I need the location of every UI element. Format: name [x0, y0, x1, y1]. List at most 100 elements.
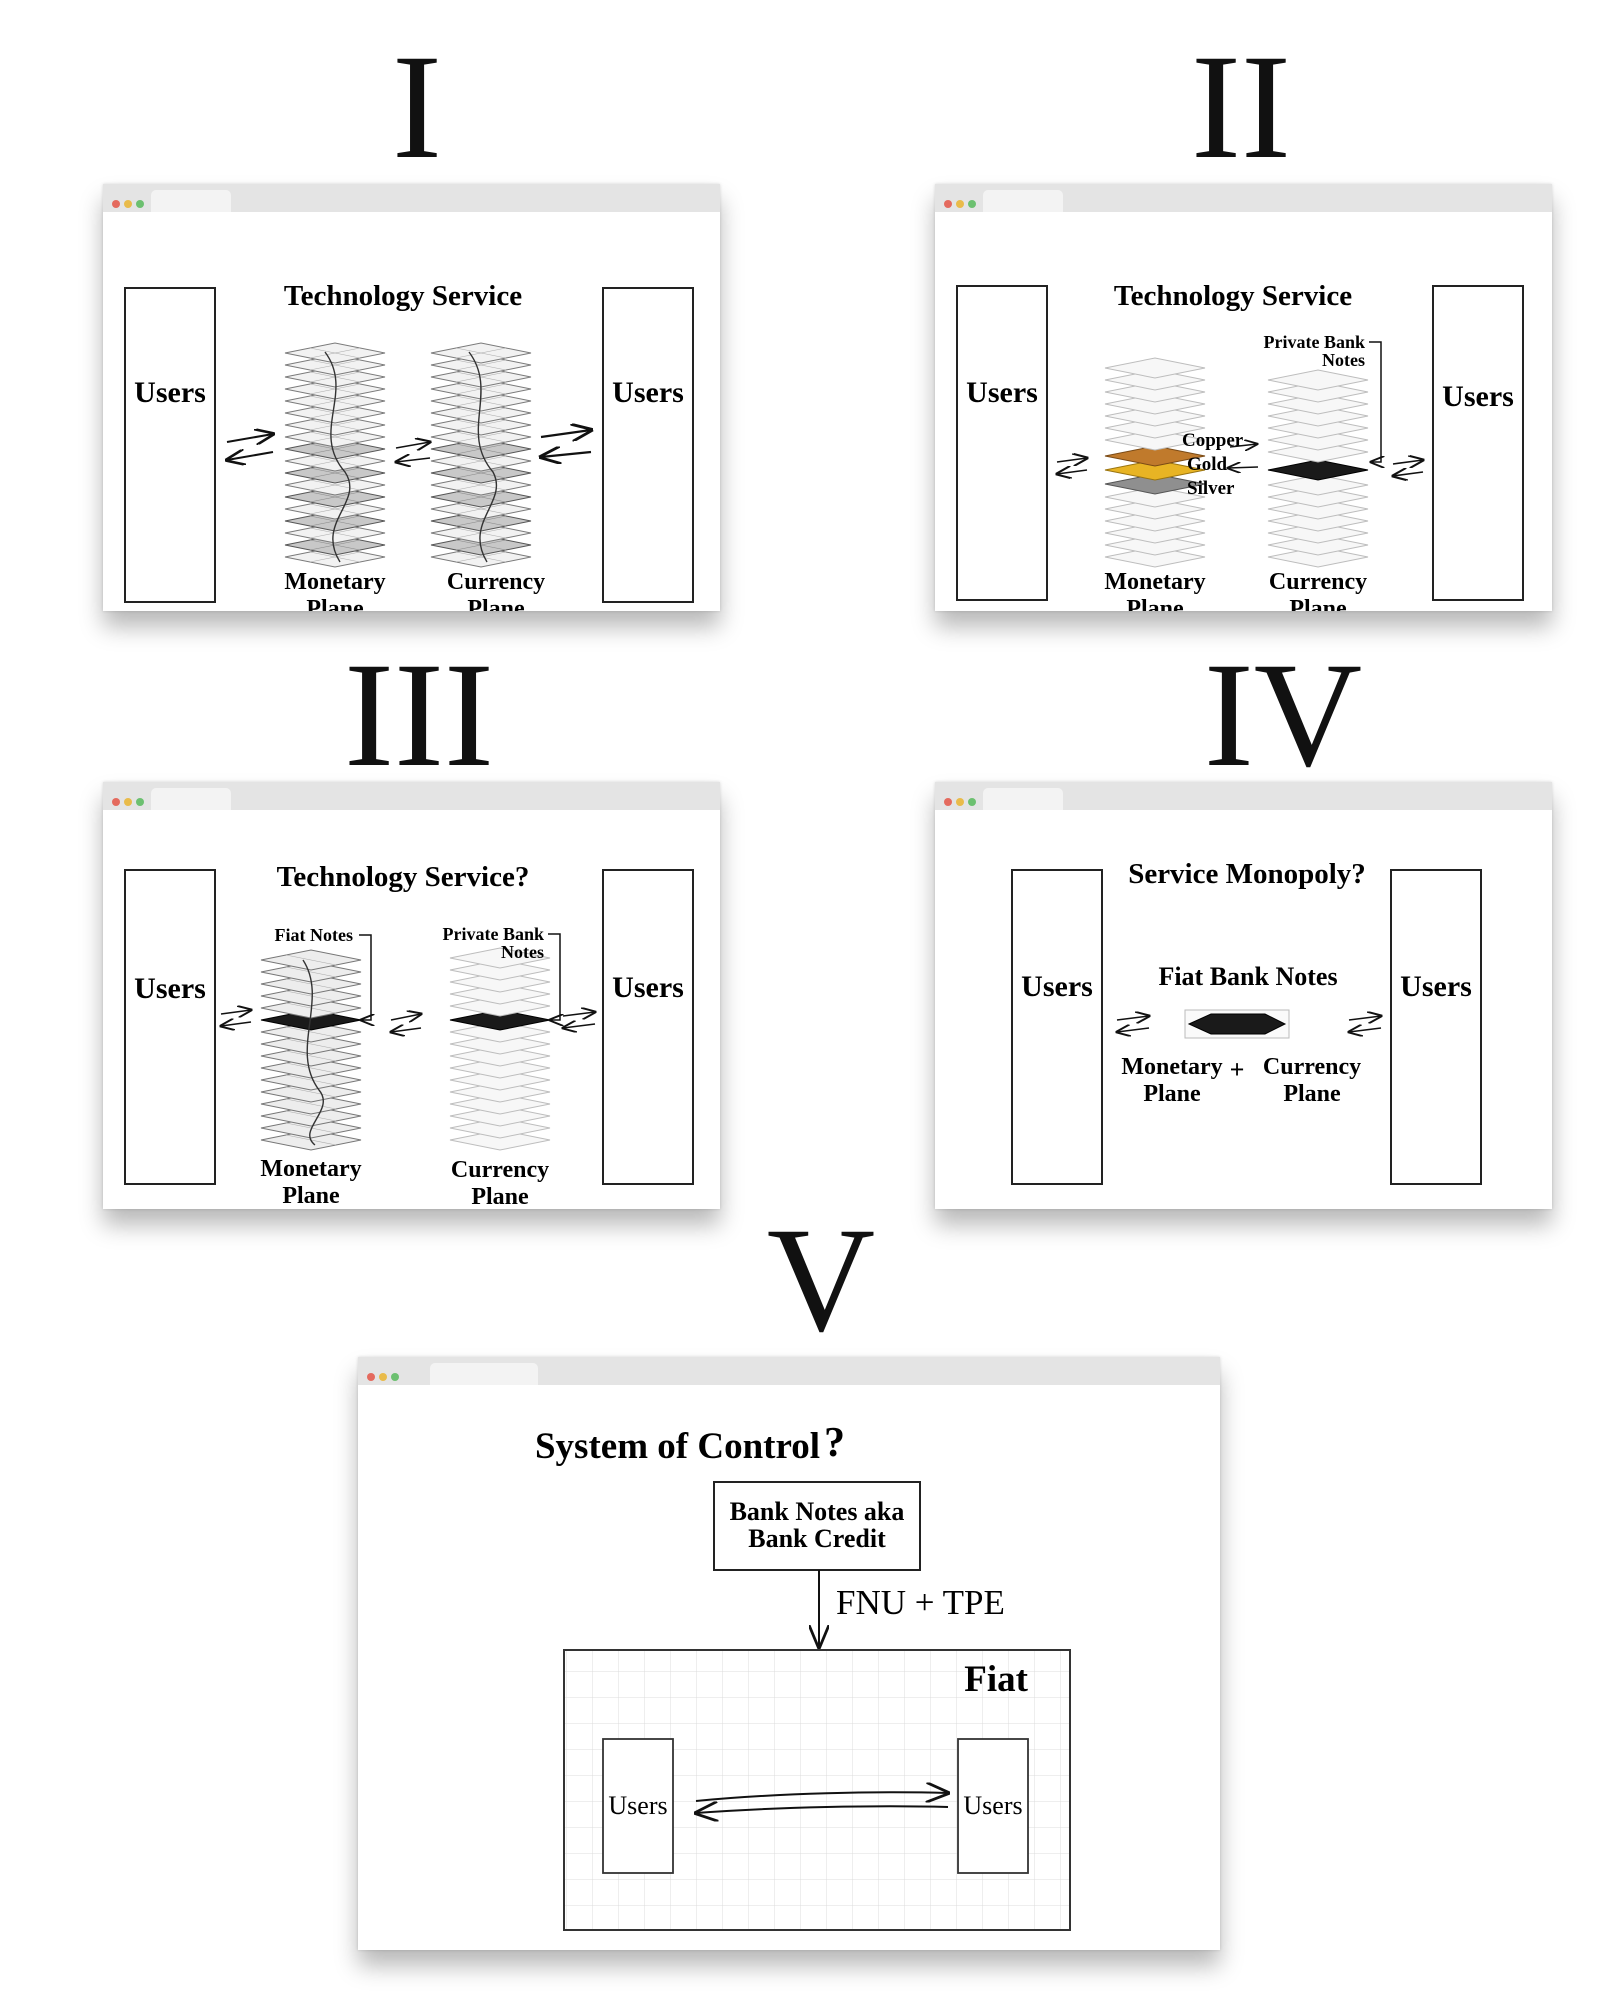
- browser-tab[interactable]: [151, 190, 231, 212]
- close-dot-icon[interactable]: [112, 200, 120, 208]
- users-box-left: [124, 869, 216, 1185]
- minimize-dot-icon[interactable]: [956, 798, 964, 806]
- silver-layer: [1104, 473, 1206, 495]
- users-label-left: Users: [134, 376, 206, 409]
- minimize-dot-icon[interactable]: [956, 200, 964, 208]
- users-box-left: [1011, 869, 1103, 1185]
- panel-title: Technology Service: [1114, 280, 1352, 312]
- close-dot-icon[interactable]: [367, 1373, 375, 1381]
- numeral-i: I: [392, 24, 442, 190]
- private-bank-notes-bracket: [548, 933, 560, 1020]
- users-label-left: Users: [134, 972, 206, 1005]
- private-bank-notes-bracket: [1369, 341, 1381, 462]
- users-label-right: Users: [612, 971, 684, 1004]
- users-label-right: Users: [1400, 970, 1472, 1003]
- exchange-arrows-left: [227, 434, 273, 460]
- maximize-dot-icon[interactable]: [391, 1373, 399, 1381]
- numeral-iv: IV: [1203, 632, 1363, 798]
- copper-label: Copper: [1182, 430, 1244, 451]
- browser-tab[interactable]: [151, 788, 231, 810]
- exchange-arrows-middle: [391, 1014, 421, 1032]
- exchange-arrows-left: [1117, 1016, 1149, 1032]
- fiat-bank-note: [1187, 1013, 1287, 1035]
- exchange-arrows-right: [1393, 460, 1423, 476]
- question-mark: ?: [824, 1420, 845, 1466]
- maximize-dot-icon[interactable]: [136, 798, 144, 806]
- minimize-dot-icon[interactable]: [124, 200, 132, 208]
- users-box-left: [124, 287, 216, 603]
- copper-layer: [1104, 445, 1206, 467]
- fnu-tpe-label: FNU + TPE: [836, 1583, 1005, 1622]
- panel-title: System of Control: [535, 1426, 820, 1467]
- close-dot-icon[interactable]: [944, 798, 952, 806]
- close-dot-icon[interactable]: [112, 798, 120, 806]
- maximize-dot-icon[interactable]: [968, 798, 976, 806]
- browser-tab[interactable]: [983, 788, 1063, 810]
- gold-arrow: [1228, 467, 1259, 468]
- fiat-notes-bracket: [359, 934, 371, 1020]
- minimize-dot-icon[interactable]: [124, 798, 132, 806]
- close-dot-icon[interactable]: [944, 200, 952, 208]
- currency-plane-stack: [449, 947, 551, 1151]
- maximize-dot-icon[interactable]: [968, 200, 976, 208]
- users-box-right: [1390, 869, 1482, 1185]
- bank-notes-box: [713, 1481, 921, 1571]
- exchange-arrows-right: [1349, 1016, 1381, 1032]
- window-panel-iv: Service Monopoly? Users Users Fiat Bank …: [935, 782, 1552, 1209]
- minimize-dot-icon[interactable]: [379, 1373, 387, 1381]
- monetary-plane-stack: [284, 342, 386, 568]
- panel-i-diagram: Technology Service Users Users Monet: [124, 280, 694, 611]
- fiat-label: Fiat: [964, 1659, 1028, 1700]
- gold-label: Gold: [1187, 454, 1228, 475]
- numeral-v: V: [766, 1197, 876, 1363]
- panel-title: Service Monopoly?: [1128, 858, 1366, 890]
- window-controls: [944, 791, 980, 806]
- window-controls: [367, 1366, 403, 1381]
- panel-iv-diagram: Service Monopoly? Users Users Fiat Bank …: [1011, 858, 1482, 1185]
- users-box-left: [602, 1738, 674, 1874]
- users-box-right: [1432, 285, 1524, 601]
- exchange-arrows-left: [1057, 458, 1087, 474]
- users-box-right: [602, 287, 694, 603]
- exchange-arrows-right: [563, 1012, 595, 1028]
- currency-plane-stack: [1267, 369, 1369, 568]
- users-label-right: Users: [963, 1791, 1022, 1820]
- panel-title: Technology Service?: [277, 861, 530, 893]
- window-panel-ii: Technology Service Users Users Copper Go…: [935, 184, 1552, 611]
- window-panel-i: Technology Service Users Users Monet: [103, 184, 720, 611]
- exchange-arrows-middle: [396, 442, 430, 462]
- panel-ii-diagram: Technology Service Users Users Copper Go…: [956, 280, 1524, 611]
- users-label-right: Users: [1442, 380, 1514, 413]
- silver-label: Silver: [1187, 478, 1235, 499]
- numeral-ii: II: [1191, 24, 1291, 190]
- users-label-left: Users: [966, 376, 1038, 409]
- window-controls: [944, 193, 980, 208]
- copper-arrow: [1229, 444, 1257, 447]
- monetary-plane-stack: [260, 949, 362, 1151]
- fiat-bank-notes-label: Fiat Bank Notes: [1158, 962, 1337, 991]
- users-box-right: [602, 869, 694, 1185]
- plus-sign: +: [1230, 1055, 1245, 1084]
- panel-iii-diagram: Technology Service? Users Users Fiat Not…: [124, 861, 694, 1209]
- private-bank-notes-layer: [1267, 459, 1369, 481]
- browser-tab[interactable]: [430, 1363, 538, 1385]
- window-panel-iii: Technology Service? Users Users Fiat Not…: [103, 782, 720, 1209]
- users-label-left: Users: [608, 1791, 667, 1820]
- maximize-dot-icon[interactable]: [136, 200, 144, 208]
- gold-layer: [1104, 459, 1206, 481]
- exchange-arrows: [696, 1792, 948, 1813]
- monetary-plane-stack: [1104, 357, 1206, 568]
- currency-plane-stack: [430, 342, 532, 568]
- browser-tab[interactable]: [983, 190, 1063, 212]
